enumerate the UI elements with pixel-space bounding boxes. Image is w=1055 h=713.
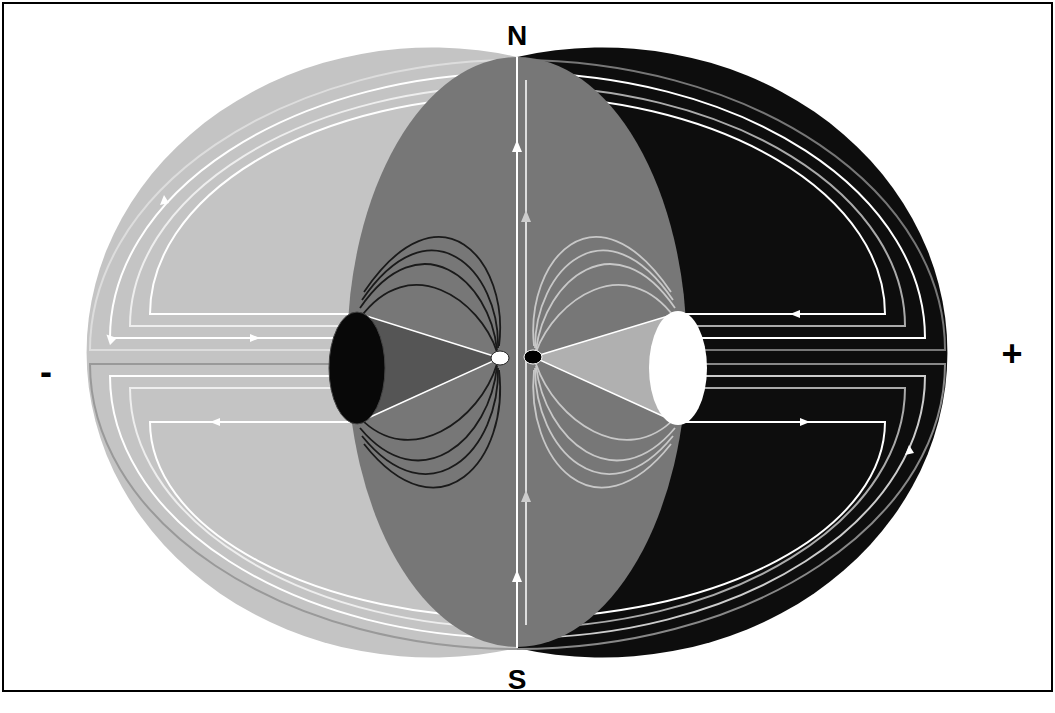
pole-label: - xyxy=(40,354,52,390)
pole-label: + xyxy=(1001,336,1022,372)
negative-pole xyxy=(329,312,385,424)
central-ellipse xyxy=(347,57,687,647)
pole-label: S xyxy=(508,666,527,694)
pole-label: N xyxy=(507,22,527,50)
frame xyxy=(3,3,1052,691)
small-negative-dot xyxy=(524,350,542,364)
positive-pole xyxy=(649,311,707,425)
small-positive-dot xyxy=(491,351,509,365)
